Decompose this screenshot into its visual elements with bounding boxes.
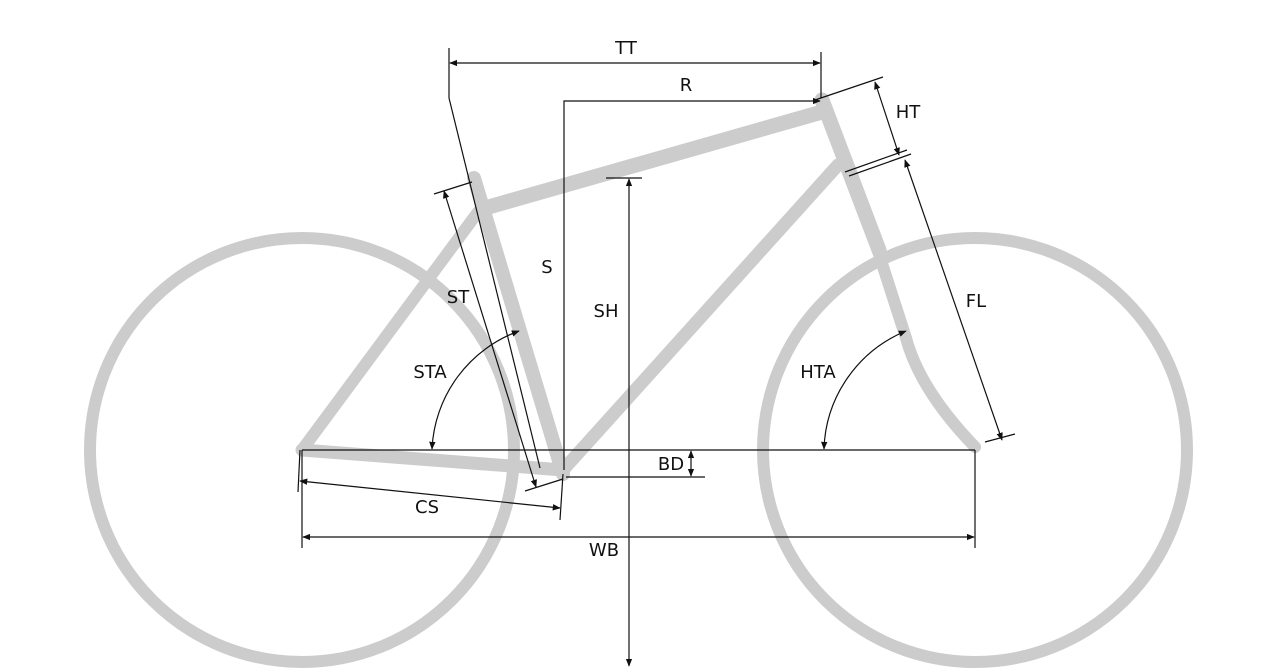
down-tube [556,158,845,477]
seat-stay [296,206,484,456]
st-label: ST [447,287,470,308]
fl-dimension-line [904,159,1003,441]
sh-label: SH [594,301,619,322]
hta-label: HTA [800,362,836,383]
chain-stay [295,443,570,477]
tt-label: TT [614,38,638,59]
hta-angle-arc [821,330,907,450]
sta-angle-arc [429,330,520,450]
r-dimension-line [563,97,821,470]
cs-label: CS [415,497,439,518]
ht-dimension-line [874,81,900,156]
bike-frame [295,92,981,481]
wb-label: WB [589,540,619,561]
top-tube [477,104,830,216]
dimension-lines [297,48,1016,667]
sta-label: STA [413,362,447,383]
fork [871,242,981,453]
r-label: R [680,75,693,96]
bd-label: BD [658,454,684,475]
fl-label: FL [966,291,986,312]
s-label: S [541,257,552,278]
cs-dimension-line [299,478,561,511]
dimension-labels: TT R HT S SH ST STA FL HTA BD CS WB [413,36,986,562]
ht-label: HT [896,102,922,123]
